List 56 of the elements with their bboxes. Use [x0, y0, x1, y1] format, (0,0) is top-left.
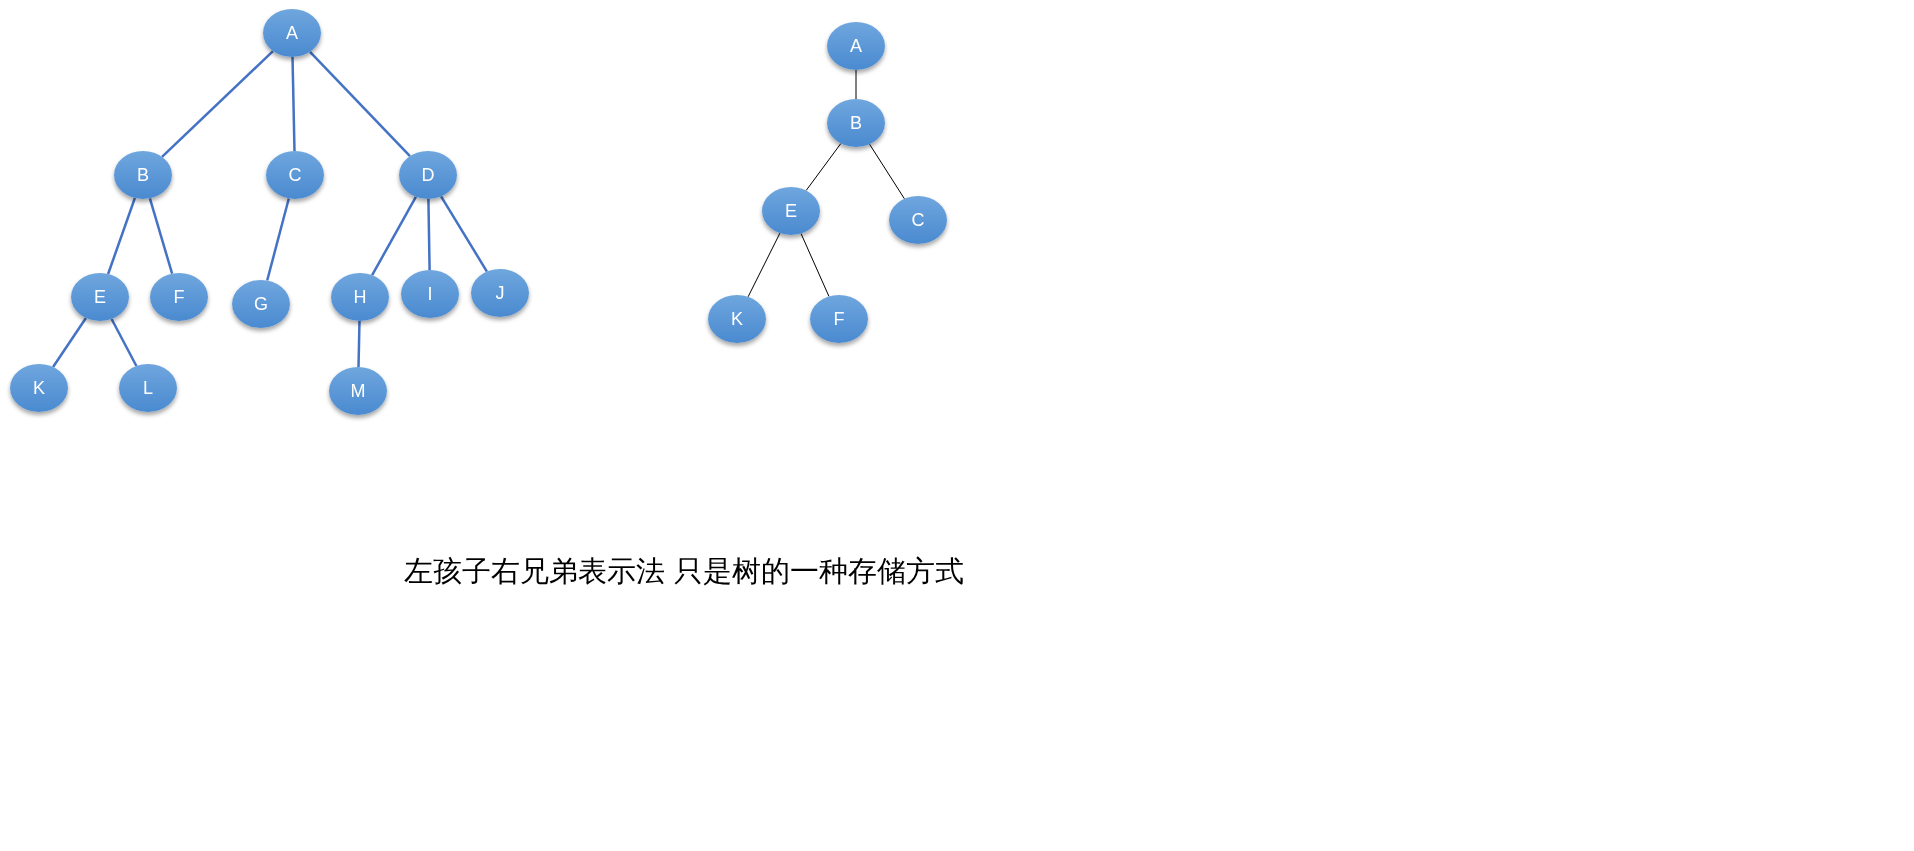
connector-line: [427, 198, 431, 271]
tree-node-ellipse: [266, 151, 324, 199]
tree-node-ellipse: [119, 364, 177, 412]
connector-line: [265, 198, 291, 281]
node-label: L: [143, 377, 153, 399]
connector-line: [869, 143, 905, 200]
tree-node-ellipse: [471, 269, 529, 317]
tree-node-ellipse: [889, 196, 947, 244]
tree-node-ellipse: [329, 367, 387, 415]
tree-node-ellipse: [827, 22, 885, 70]
connector-line: [309, 50, 411, 158]
node-label: E: [94, 286, 106, 308]
node-label: K: [33, 377, 45, 399]
tree-node-ellipse: [708, 295, 766, 343]
connector-line: [440, 195, 488, 273]
connector-line: [52, 317, 87, 368]
tree-node-ellipse: [399, 151, 457, 199]
tree-node-ellipse: [401, 270, 459, 318]
node-label: F: [173, 286, 185, 308]
node-label: I: [427, 283, 433, 305]
connector-line: [371, 196, 417, 276]
node-label: J: [495, 282, 505, 304]
tree-node-ellipse: [263, 9, 321, 57]
node-label: D: [421, 164, 435, 186]
node-label: F: [833, 308, 845, 330]
node-label: B: [850, 112, 862, 134]
node-label: G: [254, 293, 268, 315]
tree-node-ellipse: [232, 280, 290, 328]
connector-line: [161, 50, 274, 158]
connector-line: [800, 233, 830, 297]
tree-node-ellipse: [827, 99, 885, 147]
node-label: C: [288, 164, 302, 186]
connector-line: [805, 143, 842, 191]
connector-line: [855, 69, 857, 100]
connector-line: [357, 320, 361, 368]
node-label: B: [137, 164, 149, 186]
tree-node-ellipse: [762, 187, 820, 235]
connector-line: [291, 56, 296, 152]
tree-node-ellipse: [331, 273, 389, 321]
tree-node-ellipse: [810, 295, 868, 343]
connector-line: [148, 197, 174, 275]
tree-node-ellipse: [71, 273, 129, 321]
node-label: H: [353, 286, 367, 308]
connector-line: [747, 232, 781, 298]
connector-line: [106, 197, 137, 275]
tree-node-ellipse: [10, 364, 68, 412]
connector-line: [110, 318, 138, 367]
node-label: K: [731, 308, 743, 330]
node-label: A: [286, 22, 298, 44]
node-label: E: [785, 200, 797, 222]
caption-note: 左孩子右兄弟表示法 只是树的一种存储方式: [404, 553, 965, 590]
tree-node-ellipse: [150, 273, 208, 321]
node-label: A: [850, 35, 862, 57]
node-label: M: [350, 380, 366, 402]
tree-node-ellipse: [114, 151, 172, 199]
node-label: C: [911, 209, 925, 231]
